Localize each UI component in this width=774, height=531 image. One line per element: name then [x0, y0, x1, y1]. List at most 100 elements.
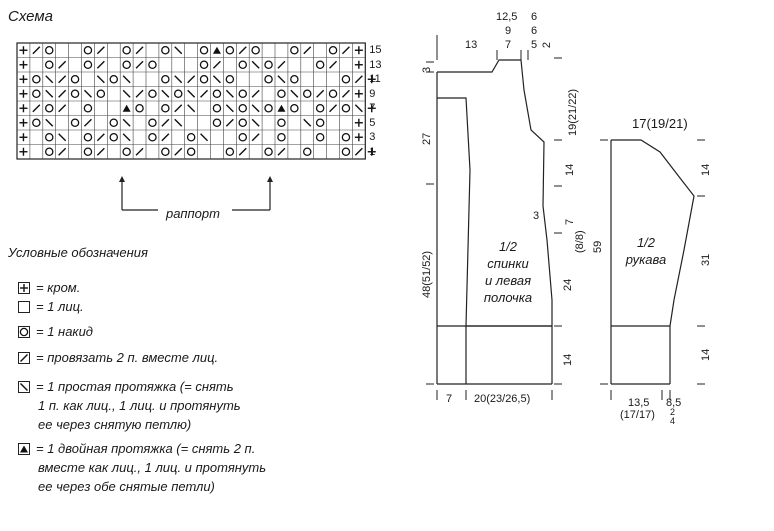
- cell-ssk: [251, 60, 260, 69]
- cell-ssk: [96, 75, 105, 84]
- body-right-24: 24: [562, 278, 574, 291]
- cell-yarn-over: [290, 46, 299, 55]
- legend-item-text: = 1 двойная протяжка (= снять 2 п.: [36, 441, 256, 456]
- cell-yarn-over: [290, 104, 299, 113]
- raport-label: раппорт: [166, 206, 220, 221]
- body-right-14b: 14: [562, 353, 574, 366]
- cell-yarn-over: [32, 118, 41, 128]
- body-top-7: 7: [505, 39, 512, 51]
- body-outline: [437, 59, 553, 327]
- body-label-line-3: и левая: [484, 273, 532, 288]
- body-left-27: 27: [421, 132, 433, 145]
- cell-k2tog: [251, 89, 260, 98]
- cell-yarn-over: [45, 46, 54, 55]
- cell-yarn-over: [315, 104, 325, 113]
- cell-ssk: [83, 89, 92, 98]
- cell-yarn-over: [238, 132, 247, 142]
- cell-yarn-over: [122, 147, 131, 156]
- row-number: 5: [369, 116, 376, 129]
- cell-ssk: [354, 104, 363, 113]
- legend-k2tog: [20, 354, 28, 362]
- cell-yarn-over: [161, 104, 170, 113]
- legend-item-text: ее через снятую петлю): [38, 417, 192, 432]
- cell-yarn-over: [45, 60, 54, 70]
- cell-ssk: [45, 89, 54, 98]
- cell-yarn-over: [264, 104, 273, 113]
- cell-k2tog: [354, 147, 363, 156]
- legend-item-text: вместе как лиц., 1 лиц. и протянуть: [38, 460, 267, 475]
- cell-yarn-over: [161, 147, 170, 156]
- cell-yarn-over: [70, 118, 80, 128]
- cell-yarn-over: [264, 75, 273, 84]
- cell-yarn-over: [148, 60, 157, 70]
- cell-yarn-over: [225, 46, 235, 55]
- cell-k2tog: [32, 46, 41, 55]
- cell-k2tog: [303, 46, 312, 55]
- cell-k2tog: [174, 104, 183, 113]
- cell-yarn-over: [83, 60, 93, 70]
- raport-arrow-right: [267, 176, 273, 182]
- cell-yarn-over: [225, 147, 235, 156]
- legend-item-text: = 1 лиц.: [36, 299, 84, 314]
- cell-k2tog: [96, 133, 105, 142]
- legend-item-text: = 1 простая протяжка (= снять: [36, 379, 234, 394]
- cell-ssk: [225, 89, 234, 98]
- body-top-6b: 6: [531, 25, 538, 37]
- cell-yarn-over: [315, 60, 325, 70]
- cell-ssk: [200, 133, 209, 142]
- cell-yarn-over: [45, 104, 54, 113]
- body-top-2: 2: [541, 41, 554, 49]
- sleeve-right-14b: 14: [700, 348, 712, 361]
- cell-k2tog: [83, 118, 92, 127]
- sleeve-label: 1/2 рукава: [616, 234, 676, 268]
- cell-k2tog: [135, 46, 144, 55]
- body-left-3: 3: [421, 66, 433, 73]
- body-right-8: (8/8): [574, 230, 586, 253]
- cell-k2tog: [161, 118, 170, 127]
- legend-ssk: [20, 383, 28, 391]
- cell-yarn-over: [32, 75, 41, 84]
- cell-k2tog: [58, 60, 67, 69]
- cell-k2tog: [316, 89, 325, 98]
- cell-k2tog: [58, 147, 67, 156]
- cell-yarn-over: [302, 89, 312, 99]
- legend-item-text: = кром.: [36, 280, 81, 295]
- cell-yarn-over: [212, 104, 222, 113]
- cell-ssk: [122, 118, 131, 127]
- sleeve-bottom-8: 8,5: [666, 397, 682, 409]
- cell-k2tog: [238, 46, 247, 55]
- cell-k2tog: [251, 133, 260, 142]
- sleeve-right-31: 31: [700, 253, 712, 266]
- cell-yarn-over: [341, 104, 351, 113]
- cell-yarn-over: [32, 89, 41, 99]
- cell-yarn-over: [109, 132, 119, 142]
- cell-k2tog: [341, 89, 350, 98]
- body-right-19: 19(21/22): [567, 88, 579, 136]
- legend-item-text: 1 п. как лиц., 1 лиц. и протянуть: [38, 398, 241, 413]
- cell-yarn-over: [264, 147, 273, 156]
- cell-yarn-over: [161, 46, 170, 55]
- cell-ssk: [174, 46, 183, 55]
- cell-yarn-over: [45, 132, 54, 142]
- cell-ssk: [187, 104, 196, 113]
- cell-double-decrease: [122, 104, 131, 112]
- legend-yarn-over: [19, 327, 29, 337]
- cell-k2tog: [96, 46, 105, 55]
- cell-ssk: [303, 118, 312, 127]
- cell-yarn-over: [173, 89, 183, 99]
- legend-symbol-box: [18, 381, 30, 393]
- body-bottom-20: 20(23/26,5): [474, 393, 531, 405]
- cell-yarn-over: [122, 60, 131, 70]
- cell-k2tog: [329, 60, 338, 69]
- sleeve-label-line-2: рукава: [625, 252, 667, 267]
- cell-k2tog: [32, 104, 41, 113]
- body-label-line-2: спинки: [487, 256, 529, 271]
- cell-yarn-over: [148, 132, 157, 142]
- cell-ssk: [251, 104, 260, 113]
- cell-yarn-over: [186, 132, 196, 142]
- cell-k2tog: [135, 89, 144, 98]
- cell-yarn-over: [161, 75, 170, 84]
- cell-yarn-over: [315, 132, 325, 142]
- cell-yarn-over: [109, 118, 119, 128]
